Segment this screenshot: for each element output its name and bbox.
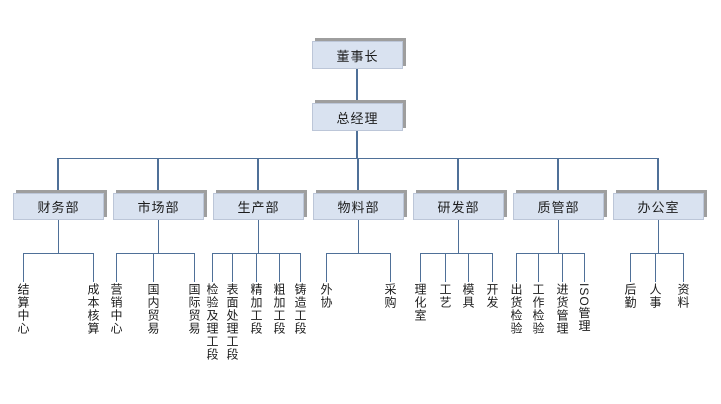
connector-rail-department	[357, 158, 359, 193]
leaf-label: 出货检验	[509, 283, 523, 335]
connector-children-leaf	[116, 253, 117, 282]
connector-children-leaf	[153, 253, 154, 282]
connector-rail-department	[557, 158, 559, 193]
connector-children-leaf	[194, 253, 195, 282]
connector-children-leaf	[562, 253, 563, 282]
department-box: 物料部	[313, 193, 404, 220]
department-box: 财务部	[13, 193, 104, 220]
department-label: 质管部	[537, 200, 580, 215]
connector-children-leaf	[630, 253, 631, 282]
connector-children-leaf	[93, 253, 94, 282]
leaf-label: 外协	[319, 283, 333, 309]
leaf-label: 铸造工段	[293, 283, 307, 335]
connector-children-leaf	[326, 253, 327, 282]
chairman-box: 董事长	[312, 41, 403, 69]
leaf-label: 国内贸易	[146, 283, 160, 335]
general-manager-box: 总经理	[312, 103, 403, 131]
connector-department-children	[558, 220, 559, 253]
department-label: 生产部	[237, 200, 280, 215]
leaf-label: 营销中心	[109, 283, 123, 335]
connector-children-leaf	[683, 253, 684, 282]
department-label: 财务部	[37, 200, 80, 215]
connector-children-leaf	[538, 253, 539, 282]
connector-department-children	[458, 220, 459, 253]
leaf-label: 理化室	[413, 283, 427, 322]
connector-children-leaf	[584, 253, 585, 282]
leaf-label: 精加工段	[249, 283, 263, 335]
connector-rail-department	[657, 158, 659, 193]
connector-department-children	[658, 220, 659, 253]
connector-department-children	[258, 220, 259, 253]
connector-children-leaf	[655, 253, 656, 282]
leaf-label: 粗加工段	[272, 283, 286, 335]
connector-rail-department	[457, 158, 459, 193]
chairman-label: 董事长	[336, 48, 379, 64]
department-label: 研发部	[437, 200, 480, 215]
leaf-label: ISO管理	[577, 283, 591, 333]
connector-children-leaf	[492, 253, 493, 282]
connector-children-leaf	[390, 253, 391, 282]
children-rail	[23, 253, 94, 254]
connector-gm-rail	[356, 131, 358, 158]
leaf-label: 模具	[461, 283, 475, 309]
leaf-label: 工艺	[438, 283, 452, 309]
leaf-label: 国际贸易	[187, 283, 201, 335]
leaf-label: 人事	[648, 283, 662, 309]
connector-children-leaf	[468, 253, 469, 282]
children-rail	[326, 253, 391, 254]
connector-department-children	[358, 220, 359, 253]
leaf-label: 资料	[676, 283, 690, 309]
connector-children-leaf	[516, 253, 517, 282]
connector-rail-department	[157, 158, 159, 193]
department-box: 质管部	[513, 193, 604, 220]
leaf-label: 表面处理工段	[225, 283, 239, 361]
connector-children-leaf	[23, 253, 24, 282]
department-label: 物料部	[337, 200, 380, 215]
connector-children-leaf	[300, 253, 301, 282]
department-box: 办公室	[613, 193, 704, 220]
connector-department-children	[158, 220, 159, 253]
department-box: 市场部	[113, 193, 204, 220]
connector-department-children	[58, 220, 59, 253]
general-manager-label: 总经理	[336, 110, 379, 126]
leaf-label: 成本核算	[86, 283, 100, 335]
leaf-label: 进货管理	[555, 283, 569, 335]
leaf-label: 开发	[485, 283, 499, 309]
department-label: 市场部	[137, 200, 180, 215]
leaf-label: 采购	[383, 283, 397, 309]
leaf-label: 结算中心	[16, 283, 30, 335]
children-rail	[516, 253, 585, 254]
children-rail	[630, 253, 684, 254]
leaf-label: 检验及理工段	[205, 283, 219, 361]
connector-children-leaf	[445, 253, 446, 282]
department-box: 生产部	[213, 193, 304, 220]
department-box: 研发部	[413, 193, 504, 220]
connector-children-leaf	[279, 253, 280, 282]
connector-children-leaf	[420, 253, 421, 282]
connector-rail-department	[57, 158, 59, 193]
department-label: 办公室	[637, 200, 680, 215]
connector-children-leaf	[232, 253, 233, 282]
connector-rail-department	[257, 158, 259, 193]
connector-children-leaf	[212, 253, 213, 282]
connector-children-leaf	[256, 253, 257, 282]
leaf-label: 工作检验	[531, 283, 545, 335]
children-rail	[420, 253, 493, 254]
leaf-label: 后勤	[623, 283, 637, 309]
children-rail	[116, 253, 195, 254]
connector-chairman-gm	[356, 69, 358, 103]
